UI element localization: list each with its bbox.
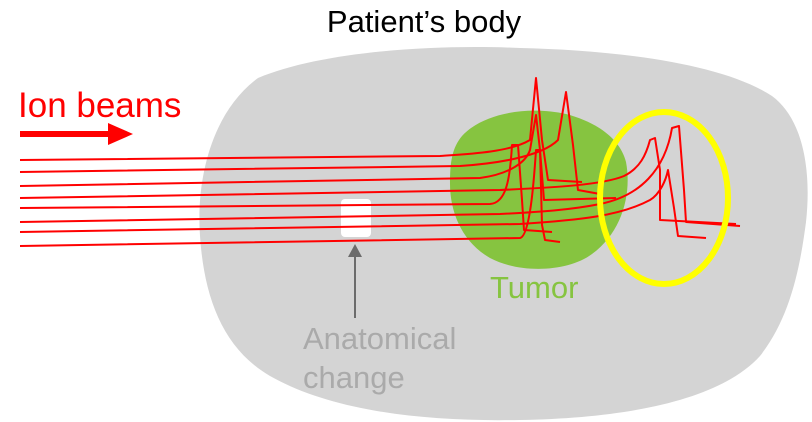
label-tumor: Tumor	[490, 272, 578, 303]
right-arrow-icon	[20, 123, 133, 145]
label-ion-beams: Ion beams	[18, 88, 181, 123]
beam-arrow-head	[108, 123, 133, 145]
label-anatomical-change-line-2: change	[303, 359, 456, 398]
label-anatomical-change: Anatomical change	[303, 320, 456, 398]
label-anatomical-change-line-1: Anatomical	[303, 320, 456, 359]
title-patients-body: Patient’s body	[0, 6, 812, 37]
